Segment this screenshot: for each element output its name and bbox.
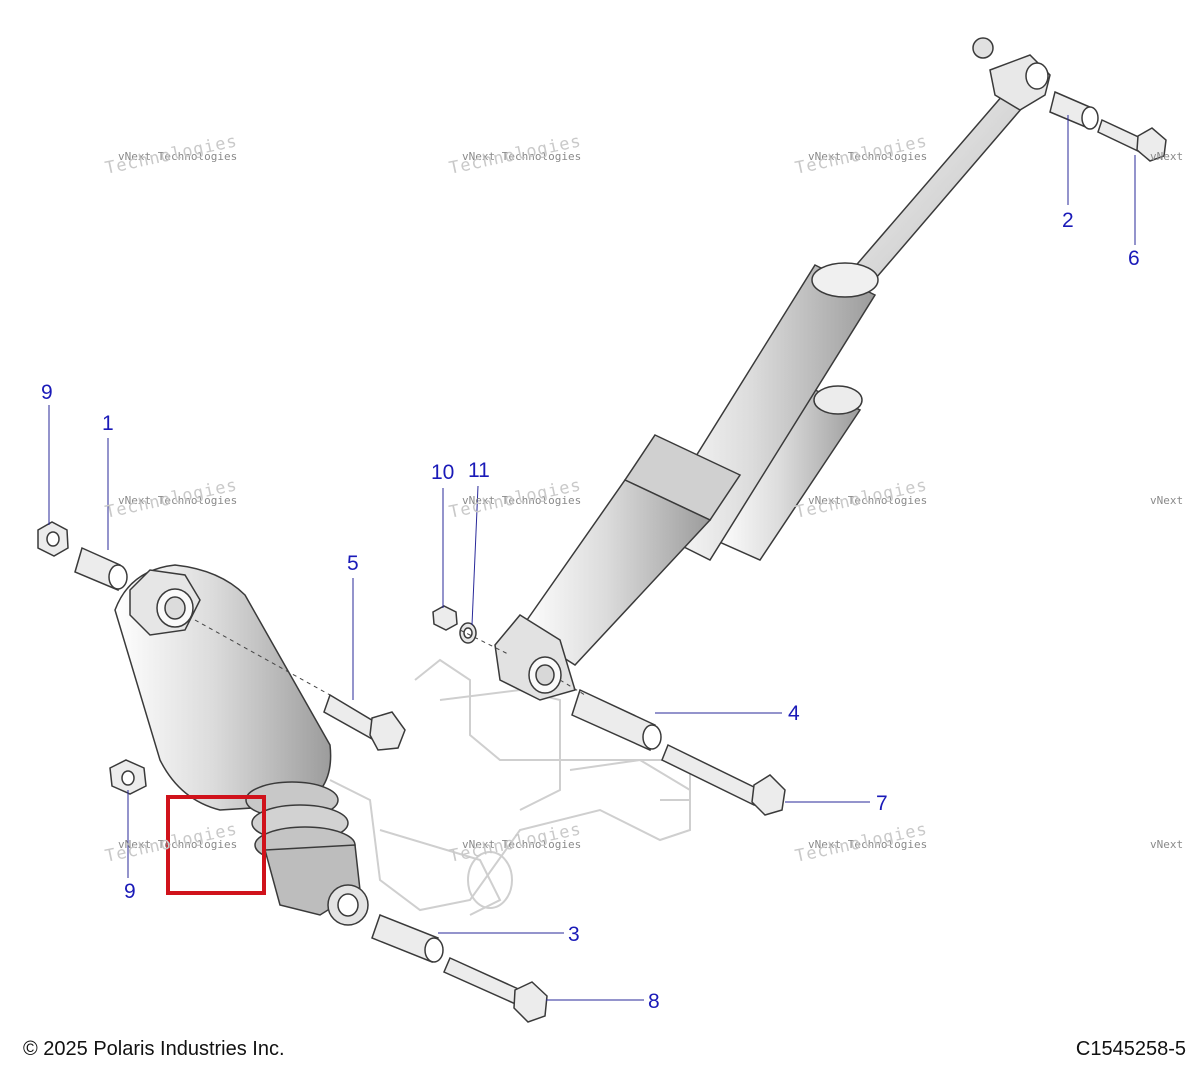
- callout-11[interactable]: 11: [468, 459, 490, 482]
- callout-8[interactable]: 8: [648, 990, 660, 1013]
- callout-9-lower[interactable]: 9: [124, 880, 136, 903]
- diagram-code: C1545258-5: [1075, 1038, 1186, 1060]
- frame-bracket: [329, 658, 691, 916]
- rear-shock-upper: [494, 37, 1051, 701]
- alignment-lines: [194, 619, 586, 696]
- hardware-parts: [37, 90, 1167, 1023]
- callout-6[interactable]: 6: [1128, 247, 1140, 270]
- callout-7[interactable]: 7: [876, 792, 888, 815]
- highlight-box: [166, 795, 266, 895]
- callout-2[interactable]: 2: [1062, 209, 1074, 232]
- copyright-text: © 2025 Polaris Industries Inc.: [23, 1038, 285, 1060]
- rear-shock-lower: [114, 564, 369, 926]
- callout-4[interactable]: 4: [788, 702, 800, 725]
- callout-5[interactable]: 5: [347, 552, 359, 575]
- callout-9-top[interactable]: 9: [41, 381, 53, 404]
- callout-1[interactable]: 1: [102, 412, 114, 435]
- callout-10[interactable]: 10: [431, 461, 455, 484]
- callout-3[interactable]: 3: [568, 923, 580, 946]
- leader-lines: [48, 115, 1136, 1001]
